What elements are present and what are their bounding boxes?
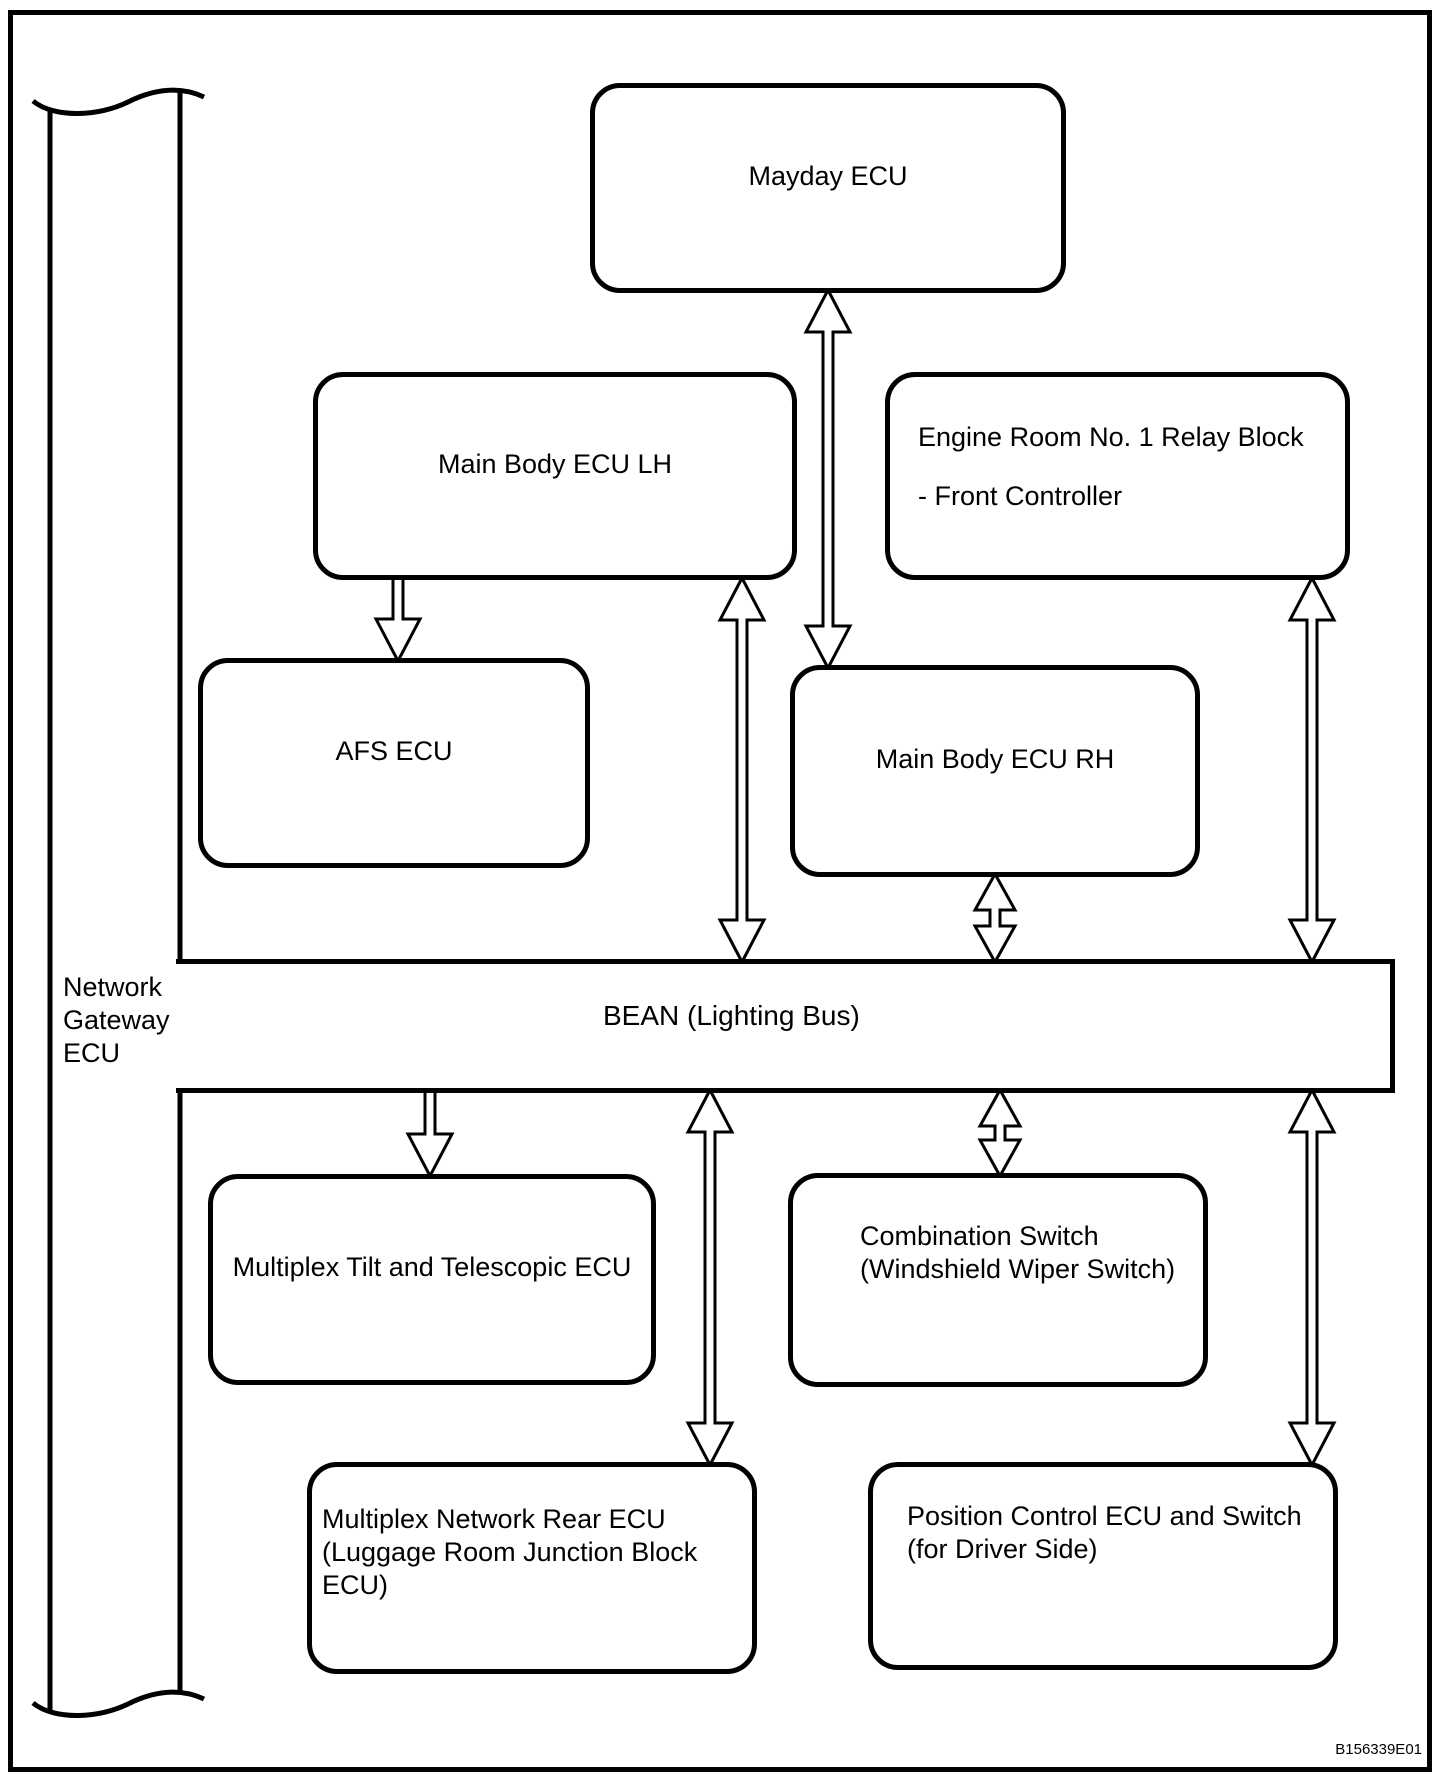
arrow-mayday-mainbodyrh — [803, 286, 853, 672]
node-main-body-ecu-lh: Main Body ECU LH — [313, 372, 797, 580]
node-multiplex-network-rear-ecu: Multiplex Network Rear ECU (Luggage Room… — [307, 1462, 757, 1674]
node-position-control-ecu: Position Control ECU and Switch (for Dri… — [868, 1462, 1338, 1670]
node-mayday-ecu-label: Mayday ECU — [748, 160, 908, 191]
node-afs-ecu-label: AFS ECU — [335, 735, 453, 766]
arrow-lh-bus — [717, 574, 767, 966]
node-multiplex-network-rear-ecu-line2: (Luggage Room Junction Block ECU) — [322, 1537, 698, 1600]
node-afs-ecu: AFS ECU — [198, 658, 590, 868]
node-combination-switch-line2: (Windshield Wiper Switch) — [860, 1254, 1176, 1284]
break-wave-bottom — [31, 1689, 206, 1718]
network-gateway-ecu-label-line3: ECU — [63, 1038, 121, 1068]
arrow-lh-to-afs — [373, 575, 423, 665]
arrow-bus-combination — [977, 1086, 1023, 1180]
node-combination-switch: Combination Switch (Windshield Wiper Swi… — [788, 1173, 1208, 1387]
node-position-control-ecu-line1: Position Control ECU and Switch — [907, 1501, 1302, 1531]
network-gateway-ecu-label-line1: Network — [63, 972, 163, 1002]
node-combination-switch-line1: Combination Switch — [860, 1221, 1099, 1251]
network-gateway-ecu-label-line2: Gateway — [63, 1005, 170, 1035]
node-engine-room-relay-block: Engine Room No. 1 Relay Block - Front Co… — [885, 372, 1350, 580]
node-main-body-ecu-rh: Main Body ECU RH — [790, 665, 1200, 877]
node-engine-room-relay-block-line2: - Front Controller — [918, 481, 1123, 511]
bean-lighting-bus-label: BEAN (Lighting Bus) — [603, 1000, 860, 1031]
page-border — [8, 10, 1432, 1772]
arrow-bus-to-tilt — [405, 1088, 455, 1180]
break-wave-top — [31, 87, 206, 116]
node-position-control-ecu-line2: (for Driver Side) — [907, 1534, 1098, 1564]
arrow-engine-bus — [1287, 574, 1337, 966]
arrow-rh-bus — [972, 870, 1018, 966]
node-mayday-ecu: Mayday ECU — [590, 83, 1066, 293]
arrow-bus-position — [1287, 1086, 1337, 1469]
bean-lighting-bus-bar — [176, 959, 1395, 1093]
node-main-body-ecu-lh-label: Main Body ECU LH — [437, 448, 673, 479]
node-engine-room-relay-block-line1: Engine Room No. 1 Relay Block — [918, 422, 1304, 452]
node-multiplex-network-rear-ecu-line1: Multiplex Network Rear ECU — [322, 1504, 666, 1534]
network-gateway-ecu-label: Network Gateway ECU — [63, 971, 170, 1070]
figure-code: B156339E01 — [1335, 1741, 1422, 1758]
node-main-body-ecu-rh-label: Main Body ECU RH — [875, 743, 1115, 774]
node-multiplex-tilt-telescopic-ecu-label: Multiplex Tilt and Telescopic ECU — [232, 1252, 632, 1282]
arrow-bus-rear — [685, 1086, 735, 1469]
node-multiplex-tilt-telescopic-ecu: Multiplex Tilt and Telescopic ECU — [208, 1174, 656, 1385]
